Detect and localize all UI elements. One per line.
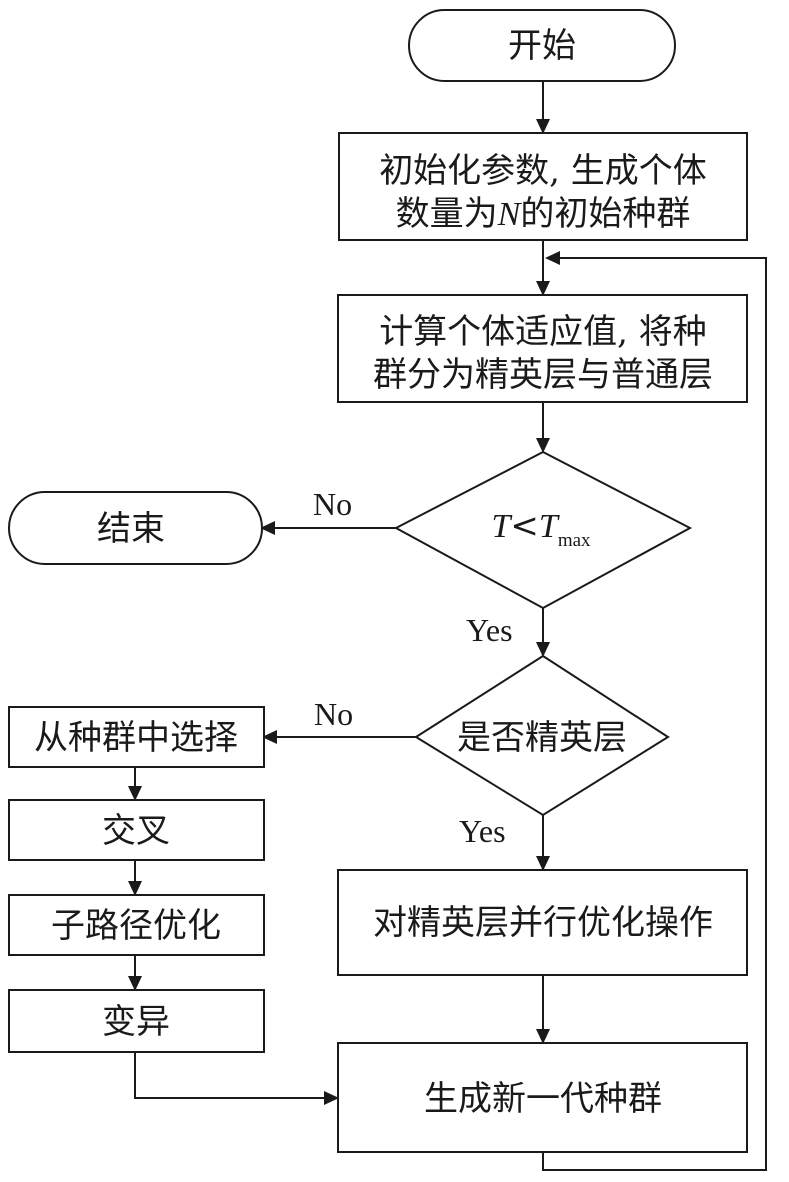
init-var-n: N (497, 196, 523, 233)
init-label-line2: 数量为N的初始种群 (396, 194, 691, 234)
node-elite-check: 是否精英层 (414, 654, 670, 817)
edge-loop-back (542, 251, 767, 1171)
node-elite-parallel: 对精英层并行优化操作 (337, 869, 748, 976)
elite-check-yes-label: Yes (459, 813, 506, 849)
condition-operator: < (510, 506, 539, 546)
select-label: 从种群中选择 (34, 718, 238, 758)
condition-yes-label: Yes (466, 612, 513, 648)
condition-subscript: max (558, 530, 591, 551)
condition-label: T<Tmax (491, 506, 591, 551)
connectors (128, 81, 767, 1171)
end-label: 结束 (97, 509, 165, 549)
edge-mutation-to-newgen (134, 1052, 339, 1105)
node-initialize: 初始化参数, 生成个体 数量为N的初始种群 (338, 132, 748, 241)
mutation-label: 变异 (102, 1002, 170, 1042)
condition-var-t: T (491, 508, 512, 545)
node-condition: T<Tmax (393, 450, 693, 610)
init-label-line1: 初始化参数, 生成个体 (379, 151, 707, 191)
start-label: 开始 (508, 26, 576, 66)
condition-var-t-max: T (539, 508, 560, 545)
node-end: 结束 (8, 491, 263, 565)
elite-check-label: 是否精英层 (457, 718, 627, 758)
fitness-label-line2: 群分为精英层与普通层 (373, 355, 713, 395)
elite-parallel-label: 对精英层并行优化操作 (373, 903, 713, 943)
init-label-line2-post: 的初始种群 (520, 194, 690, 234)
fitness-label-line1: 计算个体适应值, 将种 (379, 312, 707, 352)
condition-no-label: No (313, 486, 352, 522)
node-crossover: 交叉 (8, 799, 265, 861)
node-start: 开始 (408, 9, 676, 82)
node-fitness: 计算个体适应值, 将种 群分为精英层与普通层 (337, 294, 748, 403)
node-new-generation: 生成新一代种群 (337, 1042, 748, 1153)
node-subpath-optimization: 子路径优化 (8, 894, 265, 956)
new-generation-label: 生成新一代种群 (424, 1079, 662, 1119)
elite-check-no-label: No (314, 696, 353, 732)
node-mutation: 变异 (8, 989, 265, 1053)
node-select: 从种群中选择 (8, 706, 265, 768)
crossover-label: 交叉 (102, 811, 170, 851)
init-label-line2-pre: 数量为 (396, 194, 498, 234)
subpath-optimization-label: 子路径优化 (51, 906, 221, 946)
